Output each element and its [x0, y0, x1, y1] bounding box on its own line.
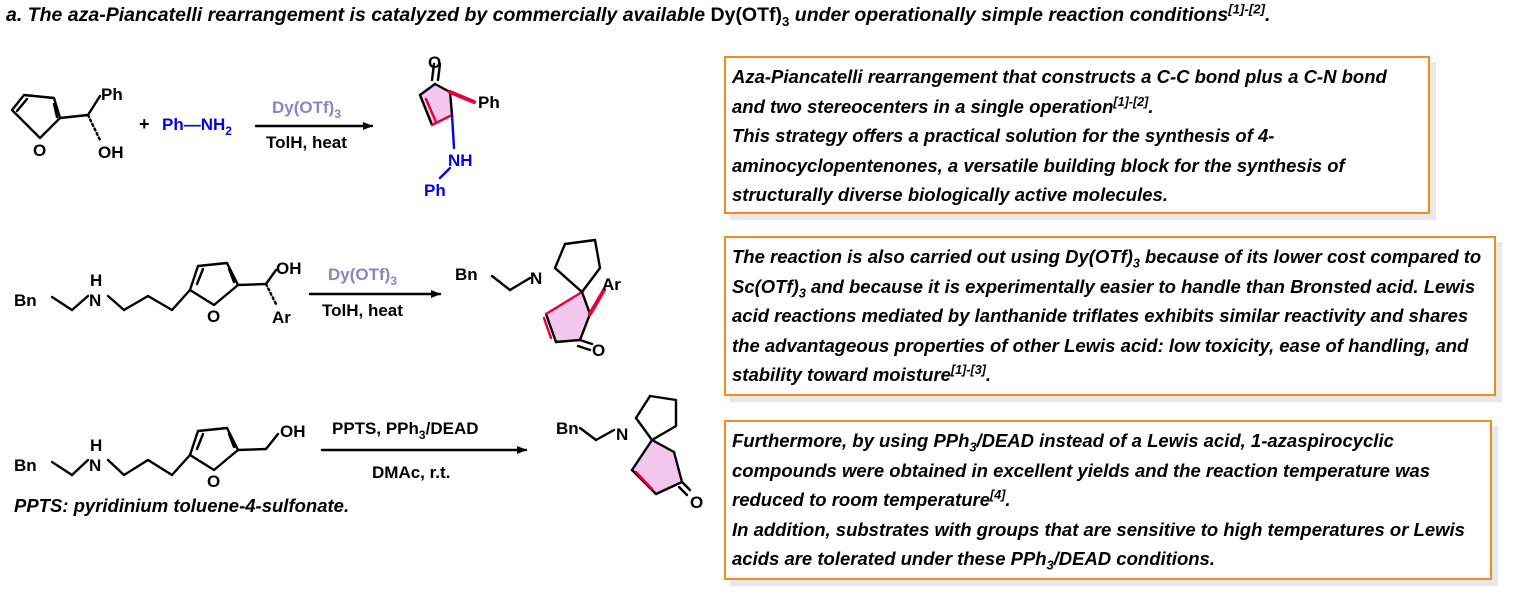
r3-h-label: H [90, 436, 102, 455]
box3-paragraph-1: Furthermore, by using PPh3/DEAD instead … [732, 430, 1431, 510]
info-box-3: Furthermore, by using PPh3/DEAD instead … [724, 420, 1492, 580]
box1-paragraph-1: Aza-Piancatelli rearrangement that const… [732, 66, 1387, 117]
r3-product-n-label: N [616, 425, 628, 444]
box3-paragraph-2: In addition, substrates with groups that… [732, 518, 1465, 573]
scheme-heading: a. The aza-Piancatelli rearrangement is … [6, 1, 1271, 29]
plus-sign: + [139, 114, 150, 134]
box1-paragraph-2: This strategy offers a practical solutio… [732, 125, 1345, 205]
r1-product-nh-label: NH [448, 151, 473, 170]
r3-product-o-label: O [690, 493, 703, 512]
r3-condition: DMAc, r.t. [372, 463, 450, 482]
azaspiro-cyclopentenone-product [578, 394, 692, 497]
aminocyclopentenone-product [418, 62, 476, 180]
r3-product-bn-label: Bn [556, 419, 579, 438]
furyl-carbinol-structure [10, 93, 102, 142]
r2-oh-label: OH [276, 259, 302, 278]
ppts-footnote: PPTS: pyridinium toluene-4-sulfonate. [14, 495, 350, 516]
r1-product-ph-label: Ph [478, 93, 500, 112]
r3-n-label: N [89, 456, 101, 475]
r1-product-o-label: O [428, 53, 441, 72]
r2-product-n-label: N [530, 269, 542, 288]
aminoalkyl-furyl-carbinol-structure [50, 261, 278, 312]
info-box-2: The reaction is also carried out using D… [724, 236, 1496, 396]
r3-bn-label: Bn [14, 456, 37, 475]
r2-reagent: Dy(OTf)3 [328, 265, 397, 288]
r2-product-ar-label: Ar [602, 275, 621, 294]
aminoalkyl-furfuryl-alcohol-structure [50, 426, 280, 477]
r2-furan-o-label: O [207, 307, 220, 326]
r2-ar-label: Ar [272, 308, 291, 327]
r2-product-o-label: O [592, 341, 605, 360]
r2-condition: TolH, heat [322, 301, 403, 320]
r1-ph-label: Ph [101, 85, 123, 104]
r3-oh-label: OH [280, 422, 306, 441]
r3-reagent: PPTS, PPh3/DEAD [332, 419, 479, 442]
r2-bn-label: Bn [14, 291, 37, 310]
r2-n-label: N [89, 291, 101, 310]
spiro-aminocyclopentenone-product [490, 238, 606, 352]
r1-product-nph-label: Ph [424, 181, 446, 200]
box2-paragraph: The reaction is also carried out using D… [732, 246, 1482, 385]
r2-h-label: H [90, 271, 102, 290]
r2-product-bn-label: Bn [455, 265, 478, 284]
r1-oh-label: OH [98, 143, 124, 162]
r1-condition: TolH, heat [266, 133, 347, 152]
r1-furan-o-label: O [33, 141, 46, 160]
aniline-label: Ph—NH2 [162, 115, 232, 138]
info-box-1: Aza-Piancatelli rearrangement that const… [724, 56, 1430, 214]
r1-reagent: Dy(OTf)3 [272, 98, 341, 121]
reaction-scheme: Ph OH O + Ph—NH2 Dy(OTf)3 TolH, heat O P… [10, 53, 703, 512]
r3-furan-o-label: O [207, 472, 220, 491]
